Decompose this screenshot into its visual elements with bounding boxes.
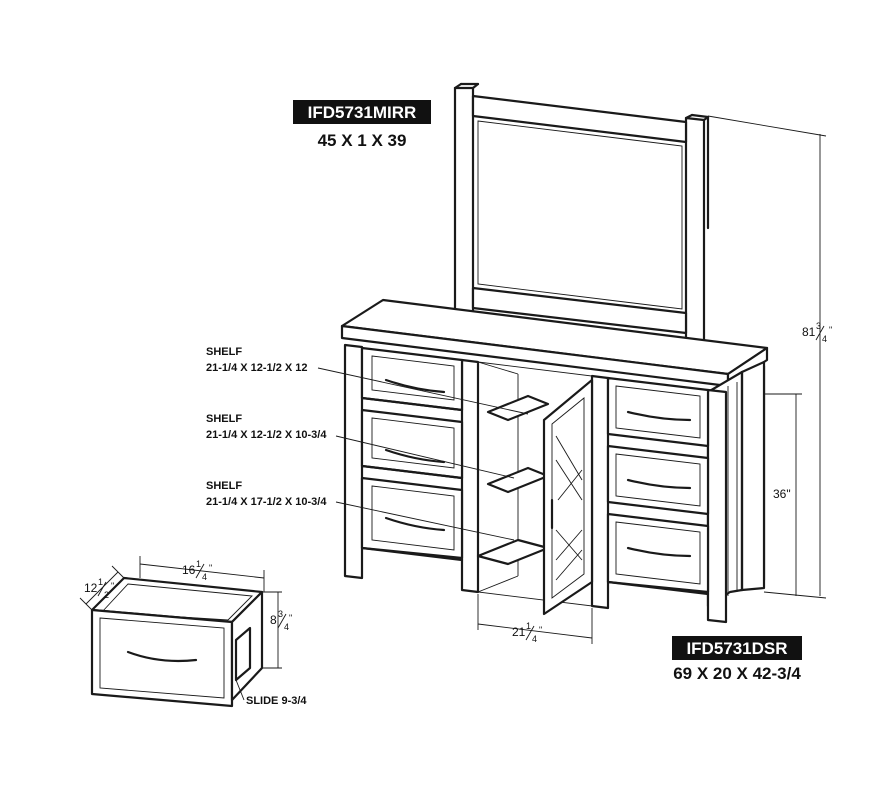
dresser-size: 69 X 20 X 42-3/4 — [673, 664, 801, 683]
drawer-width-dimension: 16 1 4 " — [182, 559, 212, 582]
drawer-height-whole: 8 — [270, 613, 277, 627]
drawer-width-unit: " — [209, 563, 212, 573]
drawer-depth-den: 2 — [104, 590, 109, 600]
drawer-height-den: 4 — [284, 622, 289, 632]
mirror-drawing — [453, 82, 710, 344]
overall-height-den: 4 — [822, 334, 827, 344]
shelf-2-size: 21-1/4 X 12-1/2 X 10-3/4 — [206, 429, 327, 441]
drawer-depth-num: 1 — [98, 577, 103, 587]
drawer-width-num: 1 — [196, 559, 201, 569]
shelf-leaders — [317, 367, 529, 541]
dresser-model-tag — [672, 636, 802, 660]
mirror-model: IFD5731MIRR — [308, 103, 417, 122]
dresser-model: IFD5731DSR — [686, 639, 787, 658]
overall-height-whole: 81 — [802, 325, 816, 339]
door-width-whole: 21 — [512, 625, 526, 639]
shelf-3-name: SHELF — [206, 480, 242, 492]
door-width-unit: " — [539, 625, 542, 635]
overall-height-num: 3 — [816, 321, 821, 331]
overall-height-unit: " — [829, 325, 832, 335]
door-width-num: 1 — [526, 621, 531, 631]
drawer-height-num: 3 — [278, 609, 283, 619]
overall-height-dimension: 81 3 4 " — [802, 321, 832, 344]
shelf-2-name: SHELF — [206, 413, 242, 425]
drawer-depth-unit: " — [111, 581, 114, 591]
mirror-model-tag — [293, 100, 431, 124]
shelf-1-name: SHELF — [206, 346, 242, 358]
drawer-depth-dimension: 12 1 2 " — [84, 577, 114, 600]
drawer-width-den: 4 — [202, 572, 207, 582]
drawer-height-dimension: 8 3 4 " — [270, 609, 292, 632]
dimension-lines — [79, 115, 827, 669]
dresser-label: IFD5731DSR 69 X 20 X 42-3/4 — [672, 636, 802, 683]
door-width-dimension: 21 1 4 " — [512, 621, 542, 644]
slide-label: SLIDE 9-3/4 — [246, 695, 307, 707]
shelf-3-size: 21-1/4 X 17-1/2 X 10-3/4 — [206, 496, 327, 508]
drawer-detail-drawing — [90, 576, 264, 708]
door-width-den: 4 — [532, 634, 537, 644]
drawer-width-whole: 16 — [182, 563, 196, 577]
mirror-size: 45 X 1 X 39 — [318, 131, 407, 150]
dresser-drawing — [340, 298, 769, 624]
dresser-height: 36" — [773, 487, 791, 501]
drawer-height-unit: " — [289, 613, 292, 623]
drawer-depth-whole: 12 — [84, 581, 98, 595]
shelf-1-size: 21-1/4 X 12-1/2 X 12 — [206, 362, 308, 374]
mirror-label: IFD5731MIRR 45 X 1 X 39 — [293, 100, 431, 150]
